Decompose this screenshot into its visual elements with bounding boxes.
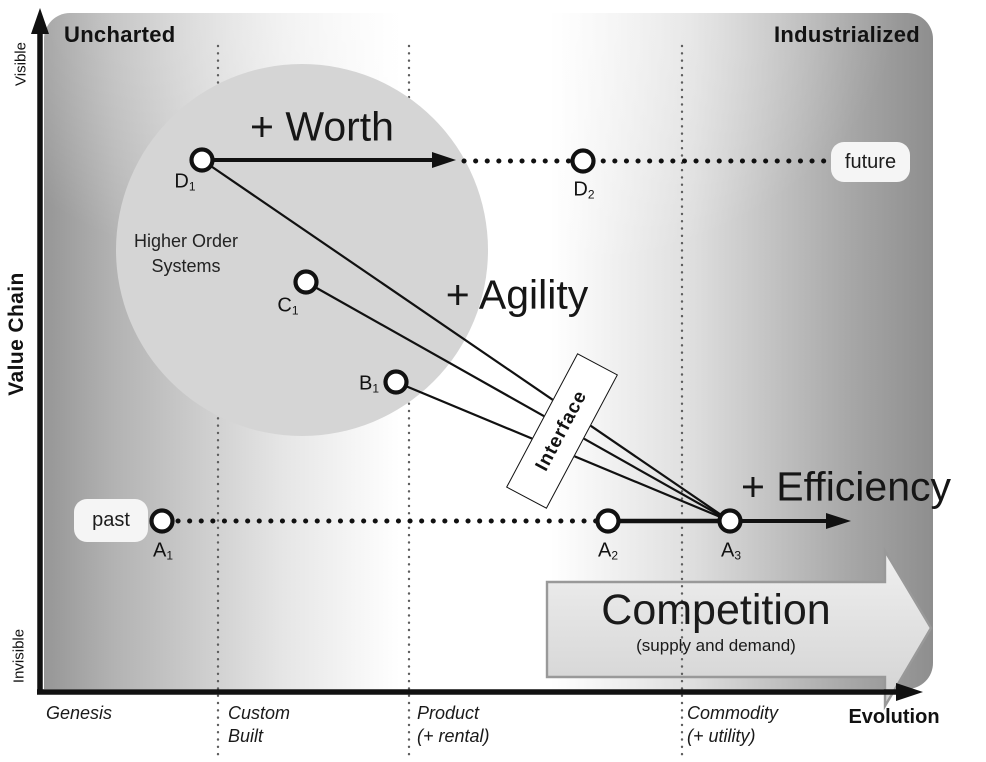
industrialized-label: Industrialized: [774, 22, 920, 47]
y-axis-visible-label: Visible: [12, 42, 30, 86]
stage-product-line1: Product: [417, 703, 480, 723]
y-axis-title: Value Chain: [5, 272, 28, 396]
stage-label-product: Product (+ rental): [417, 702, 490, 748]
stage-custom-line1: Custom: [228, 703, 291, 723]
y-axis-invisible-label: Invisible: [10, 628, 28, 684]
stage-label-commodity: Commodity (+ utility): [687, 702, 778, 748]
node-label-b1: B1: [358, 372, 380, 396]
node-c1: [293, 269, 319, 295]
higher-order-line1: Higher Order: [133, 231, 239, 251]
competition-arrow-shape: [545, 546, 933, 711]
node-label-c1: C1: [277, 294, 299, 318]
higher-order-systems-label: Higher Order Systems: [96, 229, 276, 279]
stage-label-genesis: Genesis: [46, 702, 112, 725]
y-axis-arrowhead: [31, 8, 49, 34]
node-a1: [149, 508, 175, 534]
competition-label: Competition (supply and demand): [547, 586, 885, 655]
connector-line-d1-a3: [201, 159, 731, 522]
competition-subtitle: (supply and demand): [636, 636, 796, 655]
stage-label-custom-built: Custom Built: [228, 702, 290, 748]
x-axis-arrowhead: [896, 683, 923, 701]
node-b1: [383, 369, 409, 395]
x-axis-title: Evolution: [848, 706, 940, 728]
agility-annotation: + Agility: [445, 271, 589, 318]
node-label-a1: A1: [152, 539, 174, 563]
stage-genesis-line1: Genesis: [46, 703, 113, 723]
stage-commodity-line2: (+ utility): [687, 726, 756, 746]
stage-custom-line2: Built: [228, 726, 264, 746]
node-label-a3: A3: [720, 539, 742, 563]
connector-line-c1-a3: [305, 281, 731, 522]
stage-commodity-line1: Commodity: [687, 703, 779, 723]
efficiency-arrowhead: [826, 513, 851, 529]
node-label-a2: A2: [597, 539, 619, 563]
stage-product-line2: (+ rental): [417, 726, 490, 746]
worth-annotation: + Worth: [250, 103, 394, 150]
node-a3: [717, 508, 743, 534]
efficiency-annotation: + Efficiency: [740, 463, 952, 510]
worth-arrowhead: [432, 152, 456, 168]
uncharted-label: Uncharted: [64, 22, 176, 47]
node-d2: [570, 148, 596, 174]
node-a2: [595, 508, 621, 534]
higher-order-line2: Systems: [151, 256, 221, 276]
node-label-d2: D2: [573, 178, 595, 202]
node-label-d1: D1: [174, 170, 196, 194]
past-tag: past: [74, 499, 148, 542]
node-d1: [189, 147, 215, 173]
competition-title: Competition: [601, 586, 831, 634]
future-tag: future: [831, 142, 910, 182]
